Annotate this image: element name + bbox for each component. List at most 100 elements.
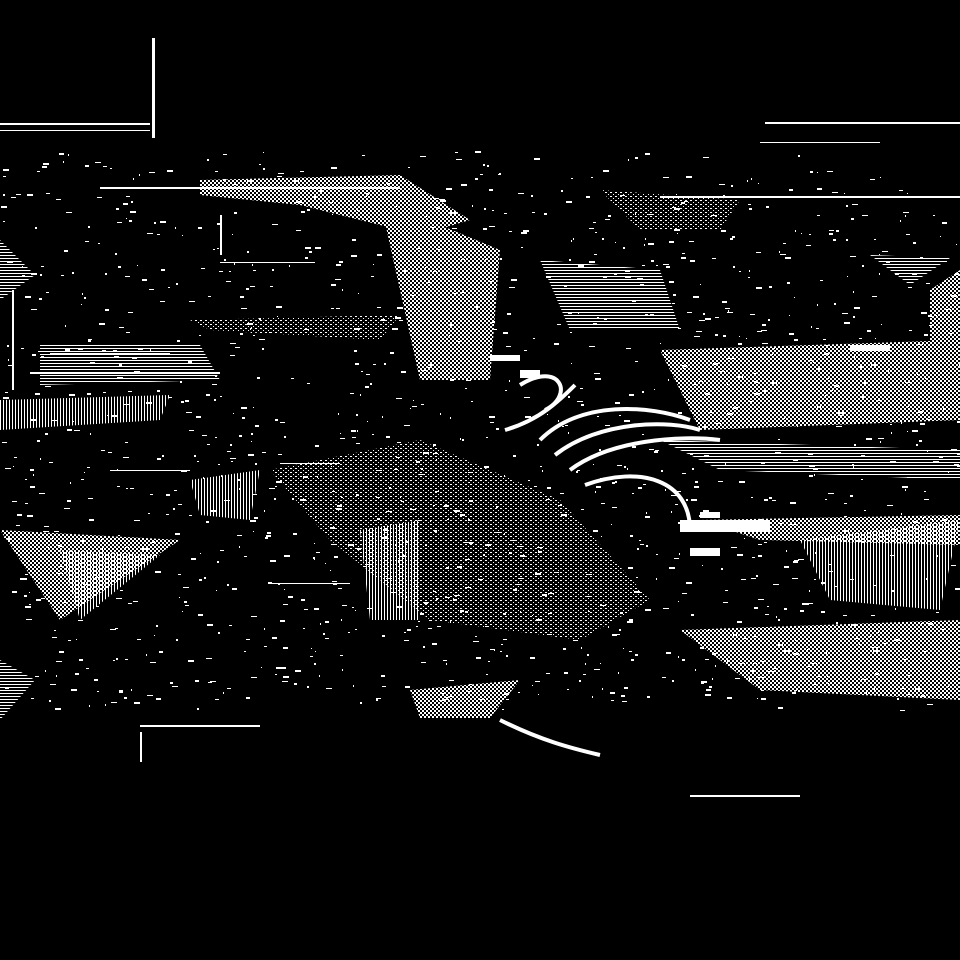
speckle [330,570,331,571]
speckle [262,348,264,350]
speckle [738,343,742,345]
speckle [643,484,646,485]
speckle [532,212,535,213]
speckle [724,527,728,529]
speckle [29,604,31,605]
speckle [613,408,619,409]
noise-patch [380,200,500,380]
speckle [490,357,491,359]
speckle [629,619,633,621]
speckle [191,558,196,560]
speckle [537,444,539,446]
speckle [597,317,599,319]
speckle [775,452,781,453]
speckle [651,260,654,262]
speckle [675,504,678,505]
speckle [513,455,516,457]
speckle [700,284,701,285]
speckle [880,177,881,178]
speckle [846,239,848,241]
speckle [850,495,853,497]
speckle [758,555,762,557]
speckle [483,228,487,230]
noise-line [270,583,350,584]
speckle [340,433,341,434]
speckle [547,487,551,489]
speckle [376,470,382,471]
speckle [371,276,374,277]
speckle [669,567,675,569]
speckle [951,565,956,566]
noise-line [765,122,960,124]
speckle [356,494,359,496]
speckle [874,239,876,240]
speckle [98,243,100,244]
speckle [499,556,502,557]
speckle [957,421,960,423]
speckle [695,669,696,671]
speckle [882,536,886,537]
speckle [126,488,128,489]
speckle [518,578,523,579]
speckle [535,681,540,682]
speckle [826,345,828,347]
speckle [671,495,677,496]
speckle [554,572,559,573]
speckle [642,391,644,393]
speckle [125,276,130,277]
speckle [484,208,486,210]
speckle [854,356,855,358]
speckle [687,312,692,313]
speckle [531,195,533,197]
speckle [421,370,427,371]
speckle [336,264,341,266]
speckle [761,463,765,464]
speckle [533,338,535,339]
speckle [206,394,210,396]
speckle [793,653,799,655]
speckle [49,700,51,702]
speckle [357,548,361,550]
speckle [311,648,312,649]
speckle [331,466,332,467]
noise-curve [538,406,691,442]
speckle [895,608,896,610]
speckle [234,212,237,214]
speckle [632,493,634,494]
speckle [239,488,240,490]
speckle [772,353,773,355]
speckle [894,531,896,532]
speckle [229,625,232,626]
speckle [97,691,99,692]
speckle [80,540,84,542]
speckle [230,355,235,356]
speckle [326,688,332,689]
speckle [905,489,906,491]
speckle [844,322,850,324]
speckle [547,634,552,635]
speckle [647,214,653,215]
speckle [684,201,688,202]
speckle [116,598,122,599]
speckle-field [1,151,960,711]
speckle [902,486,908,488]
speckle [275,419,278,421]
speckle [294,683,297,685]
speckle [45,386,51,387]
speckle [126,196,130,197]
speckle [3,397,9,399]
speckle [563,648,566,650]
speckle [126,332,130,333]
speckle [435,491,439,492]
speckle [828,378,829,379]
speckle [404,632,406,633]
speckle [485,544,491,546]
speckle [817,676,822,677]
speckle [793,460,798,461]
speckle [595,378,601,380]
speckle [504,533,505,535]
speckle [410,509,416,510]
speckle [27,515,33,517]
speckle [386,511,392,512]
